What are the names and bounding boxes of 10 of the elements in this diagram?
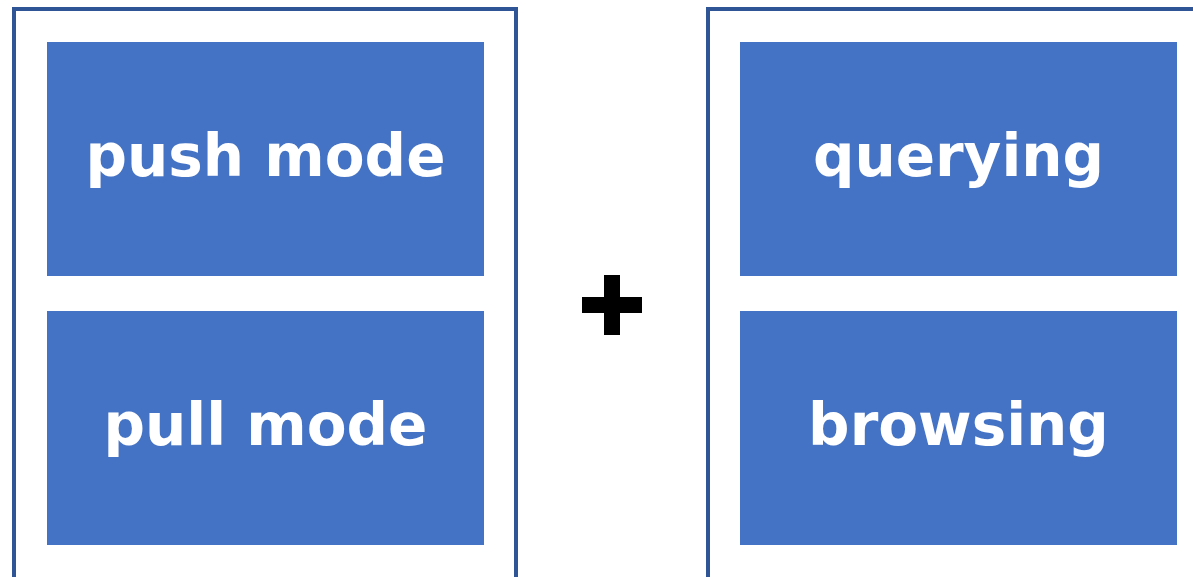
box-label: push mode [85, 127, 446, 191]
process-box [47, 42, 484, 276]
process-box [47, 311, 484, 545]
box-label: querying [812, 127, 1105, 191]
frame-box [706, 7, 1193, 577]
process-box [740, 42, 1177, 276]
box-label: pull mode [103, 396, 428, 460]
frame-box [12, 7, 518, 577]
box-label: browsing [808, 396, 1109, 460]
process-box [740, 311, 1177, 545]
